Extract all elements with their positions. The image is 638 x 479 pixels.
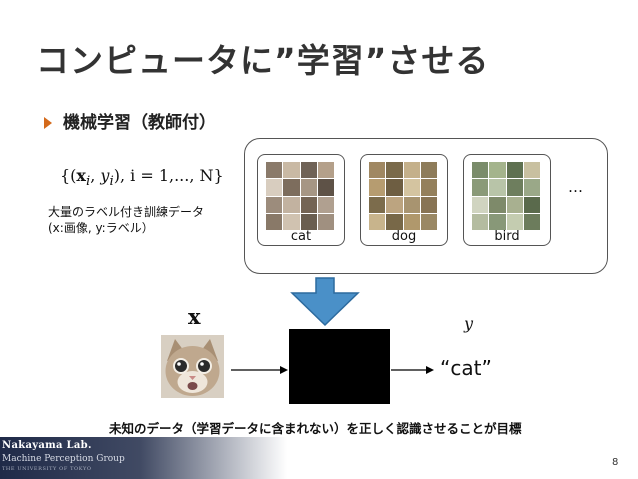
- thumbnail-image: [283, 213, 300, 230]
- output-arrow-icon: [391, 366, 434, 374]
- thumbnail-image: [300, 196, 317, 213]
- training-set-formula: {(xi, yi), i = 1,..., N}: [60, 166, 224, 190]
- thumbnail-image: [283, 162, 300, 179]
- thumbnail-image: [420, 196, 437, 213]
- formula-x-index: i: [85, 174, 91, 190]
- unknown-cat-image: [161, 335, 224, 398]
- thumbnail-image: [386, 213, 403, 230]
- thumbnail-image: [523, 162, 540, 179]
- page-number: 8: [612, 457, 619, 468]
- image-grid-bird: [472, 162, 540, 230]
- thumbnail-image: [506, 179, 523, 196]
- dataset-panel: cat dog bird: [244, 138, 608, 274]
- lab-group: Machine Perception Group: [2, 454, 125, 464]
- image-grid-cat: [266, 162, 334, 230]
- thumbnail-image: [386, 179, 403, 196]
- thumbnail-image: [266, 162, 283, 179]
- bullet-arrow-icon: [44, 117, 52, 129]
- thumbnail-image: [403, 213, 420, 230]
- thumbnail-image: [420, 162, 437, 179]
- category-card-dog: dog: [360, 154, 448, 246]
- thumbnail-image: [266, 196, 283, 213]
- lab-logo: Nakayama Lab. Machine Perception Group T…: [2, 440, 125, 476]
- dataset-label-line: (x:画像, y:ラベル）: [48, 221, 154, 235]
- thumbnail-image: [523, 196, 540, 213]
- formula-open: {(: [60, 166, 77, 185]
- thumbnail-image: [369, 196, 386, 213]
- more-categories-ellipsis: …: [568, 178, 584, 196]
- thumbnail-image: [403, 179, 420, 196]
- thumbnail-image: [386, 196, 403, 213]
- image-grid-dog: [369, 162, 437, 230]
- thumbnail-image: [489, 179, 506, 196]
- thumbnail-image: [266, 179, 283, 196]
- thumbnail-image: [317, 196, 334, 213]
- formula-x: x: [76, 166, 86, 185]
- formula-y-index: i: [109, 174, 114, 190]
- thumbnail-image: [523, 179, 540, 196]
- category-label: dog: [391, 229, 417, 244]
- lab-name: Nakayama Lab.: [2, 440, 92, 451]
- thumbnail-image: [369, 213, 386, 230]
- output-y-label: y: [464, 314, 474, 333]
- thumbnail-image: [386, 162, 403, 179]
- thumbnail-image: [403, 162, 420, 179]
- down-arrow-icon: [290, 277, 360, 327]
- goal-caption: 未知のデータ（学習データに含まれない）を正しく認識させることが目標: [109, 421, 522, 436]
- category-card-bird: bird: [463, 154, 551, 246]
- thumbnail-image: [506, 213, 523, 230]
- formula-y: y: [100, 166, 110, 185]
- thumbnail-image: [506, 162, 523, 179]
- thumbnail-image: [472, 196, 489, 213]
- dataset-label-line: 大量のラベル付き訓練データ: [48, 205, 205, 219]
- thumbnail-image: [317, 179, 334, 196]
- thumbnail-image: [317, 213, 334, 230]
- thumbnail-image: [523, 213, 540, 230]
- thumbnail-image: [369, 179, 386, 196]
- thumbnail-image: [300, 162, 317, 179]
- slide-title: コンピュータに”学習”させる: [36, 41, 490, 80]
- thumbnail-image: [472, 213, 489, 230]
- formula-tail: ), i = 1,..., N}: [113, 166, 224, 185]
- category-label: cat: [290, 229, 312, 244]
- thumbnail-image: [489, 196, 506, 213]
- dataset-label: 大量のラベル付き訓練データ (x:画像, y:ラベル）: [48, 204, 204, 236]
- thumbnail-image: [506, 196, 523, 213]
- thumbnail-image: [300, 179, 317, 196]
- footer-bar: [0, 437, 638, 479]
- thumbnail-image: [420, 179, 437, 196]
- output-label: “cat”: [440, 356, 492, 380]
- model-black-box: [289, 329, 390, 404]
- thumbnail-image: [472, 162, 489, 179]
- bullet-text: 機械学習（教師付）: [63, 113, 216, 133]
- thumbnail-image: [403, 196, 420, 213]
- thumbnail-image: [283, 179, 300, 196]
- thumbnail-image: [420, 213, 437, 230]
- category-label: bird: [494, 229, 520, 244]
- thumbnail-image: [266, 213, 283, 230]
- category-card-cat: cat: [257, 154, 345, 246]
- lab-university: THE UNIVERSITY OF TOKYO: [2, 466, 92, 472]
- thumbnail-image: [283, 196, 300, 213]
- thumbnail-image: [300, 213, 317, 230]
- thumbnail-image: [369, 162, 386, 179]
- thumbnail-image: [317, 162, 334, 179]
- thumbnail-image: [489, 162, 506, 179]
- input-arrow-icon: [231, 366, 288, 374]
- input-x-label: x: [188, 304, 201, 329]
- thumbnail-image: [489, 213, 506, 230]
- thumbnail-image: [472, 179, 489, 196]
